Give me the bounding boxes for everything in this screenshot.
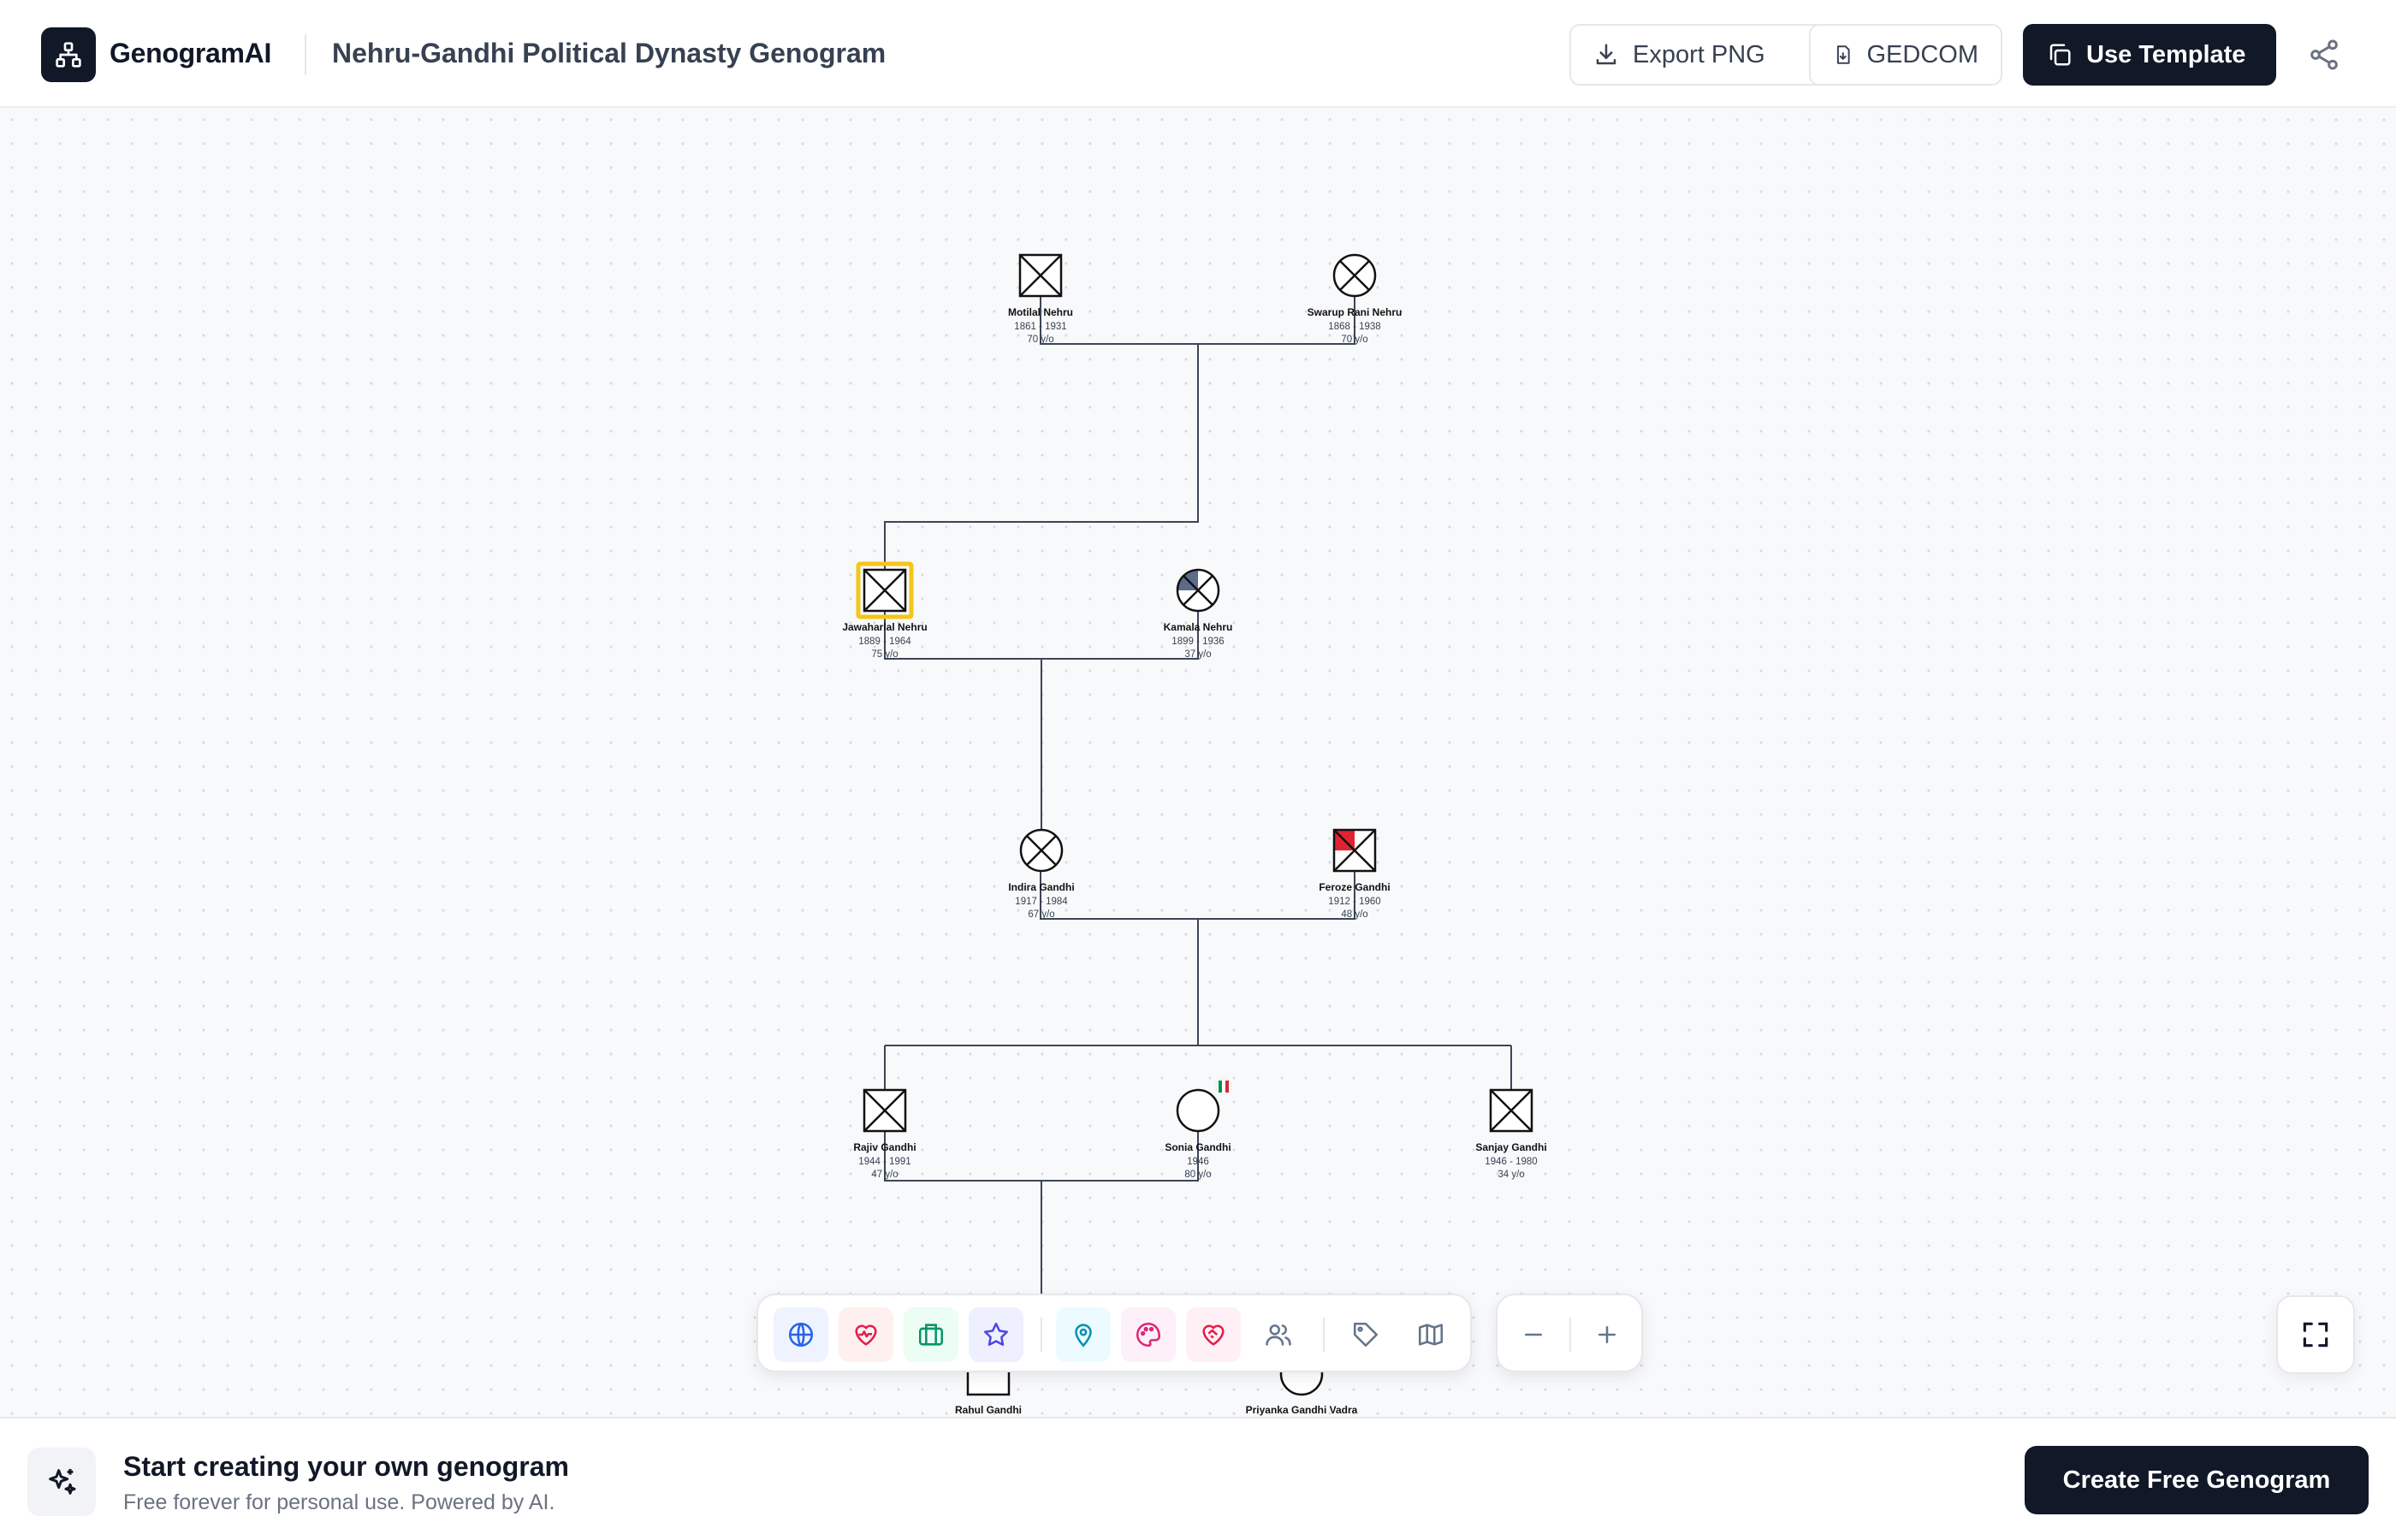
toolbar-divider <box>1323 1318 1325 1352</box>
person-motilal-nehru[interactable]: Motilal Nehru 1861 - 1931 70 y/o <box>1008 253 1073 345</box>
download-icon <box>1596 44 1616 65</box>
minus-icon <box>1525 1333 1542 1336</box>
person-years: 1861 - 1931 <box>1014 322 1066 332</box>
person-years: 1946 <box>1187 1157 1209 1167</box>
selection-highlight <box>856 561 914 619</box>
person-name: Jawaharlal Nehru <box>842 621 927 633</box>
person-name: Rahul Gandhi <box>955 1404 1022 1416</box>
tool-globe[interactable] <box>774 1307 828 1362</box>
zoom-controls <box>1496 1294 1643 1372</box>
person-name: Priyanka Gandhi Vadra <box>1246 1404 1358 1416</box>
zoom-divider <box>1569 1318 1571 1352</box>
map-icon <box>1418 1324 1444 1346</box>
person-name: Sanjay Gandhi <box>1475 1141 1546 1153</box>
promo-banner: Start creating your own genogram Free fo… <box>0 1417 2396 1540</box>
person-name: Motilal Nehru <box>1008 306 1073 318</box>
tool-location[interactable] <box>1056 1307 1111 1362</box>
person-name: Indira Gandhi <box>1008 881 1074 893</box>
person-years: 1899 - 1936 <box>1171 637 1224 647</box>
person-age: 75 y/o <box>871 649 898 660</box>
person-name: Rajiv Gandhi <box>853 1141 916 1153</box>
person-age: 70 y/o <box>1341 335 1367 345</box>
brand-name[interactable]: GenogramAI <box>110 38 272 68</box>
person-name: Swarup Rani Nehru <box>1308 306 1403 318</box>
banner-subtitle: Free forever for personal use. Powered b… <box>123 1490 555 1514</box>
sparkles-badge <box>27 1448 96 1516</box>
tool-health[interactable] <box>839 1307 893 1362</box>
use-template-label: Use Template <box>2086 40 2246 68</box>
copy-icon <box>2049 44 2071 66</box>
person-name: Kamala Nehru <box>1164 621 1233 633</box>
create-free-genogram-button[interactable]: Create Free Genogram <box>2025 1446 2369 1514</box>
person-age: 67 y/o <box>1028 909 1054 920</box>
tool-people[interactable] <box>1251 1307 1306 1362</box>
briefcase-icon <box>918 1324 944 1346</box>
heart-pulse-icon <box>855 1324 877 1346</box>
attribute-toolbar <box>756 1294 1472 1372</box>
users-icon <box>1266 1324 1291 1346</box>
relationship-lines <box>884 296 1512 1300</box>
zoom-in-button[interactable] <box>1586 1314 1628 1355</box>
person-years: 1868 - 1938 <box>1328 322 1380 332</box>
genogram-canvas[interactable]: Motilal Nehru 1861 - 1931 70 y/o Swarup … <box>0 108 2396 1417</box>
fullscreen-button[interactable] <box>2276 1295 2355 1374</box>
logo[interactable] <box>41 27 96 82</box>
person-years: 1946 - 1980 <box>1485 1157 1537 1167</box>
tag-icon <box>1353 1322 1379 1348</box>
person-name: Sonia Gandhi <box>1165 1141 1231 1153</box>
gedcom-label: GEDCOM <box>1866 40 1979 68</box>
toolbar-divider <box>1041 1318 1042 1352</box>
person-sanjay-gandhi[interactable]: Sanjay Gandhi 1946 - 1980 34 y/o <box>1475 1088 1547 1180</box>
gedcom-button[interactable]: GEDCOM <box>1809 24 2002 86</box>
file-download-icon <box>1836 45 1850 64</box>
page-title: Nehru-Gandhi Political Dynasty Genogram <box>332 38 887 68</box>
export-png-label: Export PNG <box>1633 40 1765 68</box>
person-age: 37 y/o <box>1184 649 1211 660</box>
person-years: 1912 - 1960 <box>1328 897 1380 907</box>
zoom-out-button[interactable] <box>1513 1314 1554 1355</box>
tool-color[interactable] <box>1121 1307 1176 1362</box>
person-sonia-gandhi[interactable]: Sonia Gandhi 1946 80 y/o <box>1165 1078 1232 1180</box>
tool-relationships[interactable] <box>1186 1307 1241 1362</box>
app-header: GenogramAI Nehru-Gandhi Political Dynast… <box>0 0 2396 108</box>
map-pin-icon <box>1075 1324 1092 1348</box>
person-jawaharlal-nehru[interactable]: Jawaharlal Nehru 1889 - 1964 75 y/o <box>842 561 928 660</box>
plus-icon <box>1598 1326 1616 1343</box>
tool-highlight[interactable] <box>969 1307 1023 1362</box>
person-feroze-gandhi[interactable]: Feroze Gandhi 1912 - 1960 48 y/o <box>1319 828 1391 920</box>
person-rajiv-gandhi[interactable]: Rajiv Gandhi 1944 - 1991 47 y/o <box>853 1088 916 1180</box>
header-divider <box>305 34 306 75</box>
person-age: 34 y/o <box>1498 1170 1524 1180</box>
person-years: 1917 - 1984 <box>1015 897 1068 907</box>
genogram-tree: Motilal Nehru 1861 - 1931 70 y/o Swarup … <box>842 253 1547 1416</box>
person-age: 47 y/o <box>871 1170 898 1180</box>
tool-tags[interactable] <box>1338 1307 1393 1362</box>
export-png-button[interactable]: Export PNG <box>1569 24 1831 86</box>
person-swarup-rani-nehru[interactable]: Swarup Rani Nehru 1868 - 1938 70 y/o <box>1308 253 1403 345</box>
share-button[interactable] <box>2307 38 2341 72</box>
person-kamala-nehru[interactable]: Kamala Nehru 1899 - 1936 37 y/o <box>1164 568 1233 660</box>
use-template-button[interactable]: Use Template <box>2023 24 2276 86</box>
person-years: 1944 - 1991 <box>858 1157 910 1167</box>
sparkles-icon <box>49 1469 76 1495</box>
palette-icon <box>1136 1322 1161 1348</box>
person-age: 80 y/o <box>1184 1170 1211 1180</box>
person-age: 70 y/o <box>1027 335 1053 345</box>
banner-title: Start creating your own genogram <box>123 1451 569 1482</box>
person-years: 1889 - 1964 <box>858 637 911 647</box>
globe-icon <box>788 1322 814 1348</box>
heart-handshake-icon <box>1202 1324 1225 1346</box>
genogram-logo-icon <box>56 42 81 68</box>
fullscreen-icon <box>2303 1322 2328 1348</box>
italy-flag-icon <box>1215 1078 1232 1095</box>
share-icon <box>2310 39 2338 70</box>
person-age: 48 y/o <box>1341 909 1367 920</box>
tool-occupation[interactable] <box>904 1307 958 1362</box>
person-indira-gandhi[interactable]: Indira Gandhi 1917 - 1984 67 y/o <box>1008 828 1075 920</box>
star-icon <box>983 1322 1009 1347</box>
person-name: Feroze Gandhi <box>1319 881 1390 893</box>
tool-map[interactable] <box>1403 1307 1458 1362</box>
